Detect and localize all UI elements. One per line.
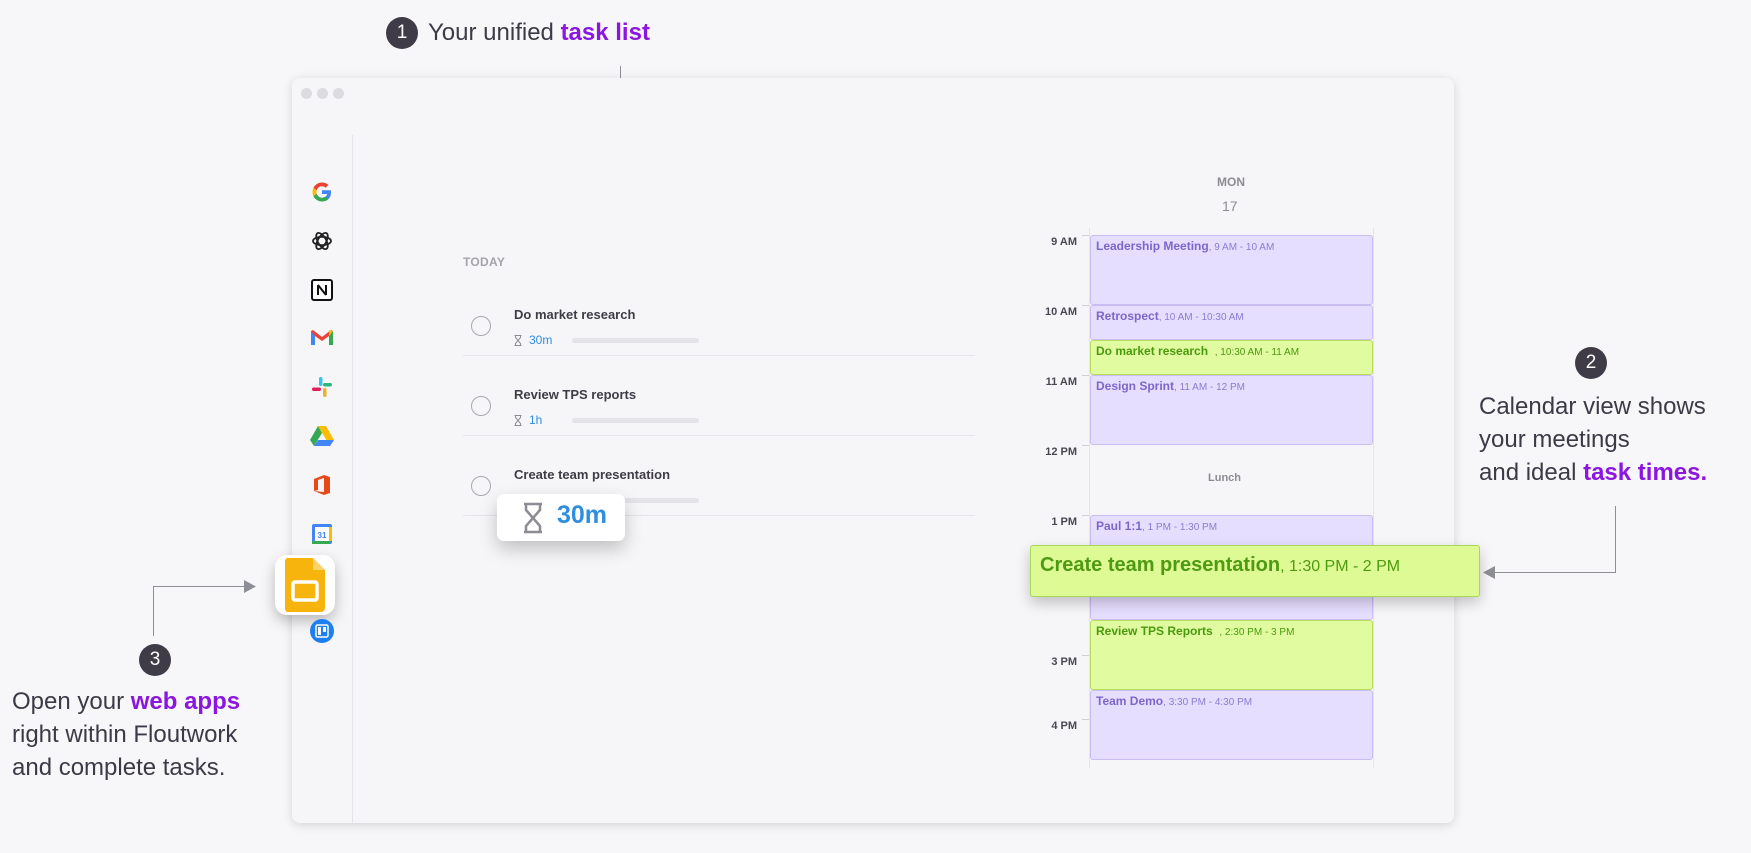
callout-2-arrow-v (1615, 506, 1616, 573)
calendar-event[interactable]: Team Demo, 3:30 PM - 4:30 PM (1090, 690, 1373, 760)
hourglass-icon (514, 335, 522, 346)
task-checkbox[interactable] (471, 396, 491, 416)
svg-text:31: 31 (318, 531, 327, 540)
lunch-label: Lunch (1208, 472, 1241, 484)
hourglass-icon (524, 502, 542, 534)
task-divider (463, 515, 975, 516)
google-drive-icon[interactable] (308, 422, 336, 450)
task-progress-bar (572, 338, 699, 343)
calendar-event[interactable]: Do market research , 10:30 AM - 11 AM (1090, 340, 1373, 375)
google-calendar-icon[interactable]: 31 (308, 520, 336, 548)
google-slides-icon[interactable] (275, 555, 335, 615)
calendar-event[interactable]: Review TPS Reports , 2:30 PM - 3 PM (1090, 620, 1373, 690)
dragged-calendar-event[interactable]: Create team presentation, 1:30 PM - 2 PM (1030, 545, 1480, 597)
calendar-right-border (1373, 228, 1374, 768)
arrow-left-icon (1483, 566, 1495, 579)
calendar-day: MON (1217, 175, 1245, 189)
callout-1-badge: 1 (386, 17, 418, 49)
hour-tick (1082, 655, 1089, 656)
task-checkbox[interactable] (471, 476, 491, 496)
task-progress-bar (572, 418, 699, 423)
hour-tick (1082, 719, 1089, 720)
calendar-left-border (1089, 228, 1090, 768)
task-duration: 30m (529, 333, 553, 347)
time-label: 1 PM (1051, 516, 1077, 528)
callout-2-badge: 2 (1575, 347, 1607, 379)
hour-tick (1082, 445, 1089, 446)
chatgpt-icon[interactable] (308, 227, 336, 255)
google-icon[interactable] (308, 178, 336, 206)
callout-1-text: Your unified task list (428, 19, 650, 46)
callout-2-text: Calendar view shows your meetings and id… (1479, 393, 1708, 486)
drag-duration-popup[interactable] (497, 494, 625, 541)
time-label: 9 AM (1051, 236, 1077, 248)
time-label: 3 PM (1051, 656, 1077, 668)
calendar-event[interactable]: Retrospect, 10 AM - 10:30 AM (1090, 305, 1373, 340)
callout-3-arrow-v (153, 586, 154, 636)
today-heading: TODAY (463, 255, 506, 269)
drag-duration-label: 30m (557, 501, 608, 529)
task-divider (463, 435, 975, 436)
task-title[interactable]: Do market research (514, 307, 636, 322)
callout-3-arrow-h (153, 586, 247, 587)
callout-3-text: Open your web apps right within Floutwor… (12, 688, 241, 781)
task-title[interactable]: Create team presentation (514, 467, 671, 482)
hour-tick (1082, 235, 1089, 236)
time-label: 12 PM (1045, 446, 1077, 458)
callout-3-badge: 3 (139, 644, 171, 676)
arrow-right-icon (244, 580, 256, 593)
time-label: 11 AM (1045, 376, 1077, 388)
task-title[interactable]: Review TPS reports (514, 387, 637, 402)
hour-tick (1082, 515, 1089, 516)
gmail-icon[interactable] (308, 324, 336, 352)
task-checkbox[interactable] (471, 316, 491, 336)
task-divider (463, 355, 975, 356)
task-duration: 1h (529, 413, 543, 427)
sidebar-divider (352, 135, 353, 823)
window-minimize-button[interactable] (317, 88, 328, 99)
calendar-event[interactable]: Design Sprint, 11 AM - 12 PM (1090, 375, 1373, 445)
calendar-date: 17 (1222, 198, 1238, 214)
office-icon[interactable] (308, 471, 336, 499)
slack-icon[interactable] (308, 373, 336, 401)
notion-icon[interactable] (308, 276, 336, 304)
trello-icon[interactable] (308, 617, 336, 645)
hourglass-icon (514, 415, 522, 426)
calendar-event[interactable]: Leadership Meeting, 9 AM - 10 AM (1090, 235, 1373, 305)
hour-tick (1082, 305, 1089, 306)
time-label: 4 PM (1051, 720, 1077, 732)
window-close-button[interactable] (301, 88, 312, 99)
time-label: 10 AM (1045, 306, 1077, 318)
callout-2-arrow-h (1492, 572, 1616, 573)
task-progress-bar (572, 498, 699, 503)
window-maximize-button[interactable] (333, 88, 344, 99)
hour-tick (1082, 375, 1089, 376)
